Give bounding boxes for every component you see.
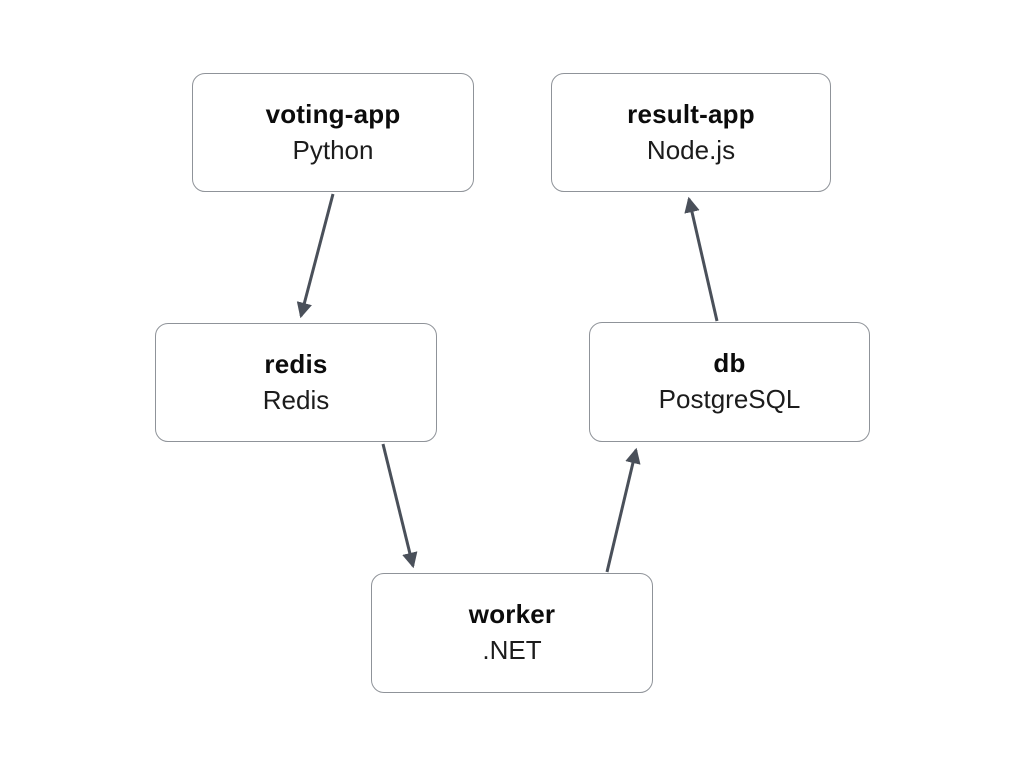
- edge-worker-db: [605, 447, 641, 573]
- node-redis: redis Redis: [155, 323, 437, 442]
- node-worker: worker .NET: [371, 573, 653, 693]
- edge-redis-worker: [381, 443, 418, 569]
- node-subtitle: PostgreSQL: [658, 384, 801, 414]
- node-title: db: [713, 348, 746, 379]
- node-subtitle: Node.js: [646, 134, 736, 165]
- node-title: worker: [468, 599, 556, 630]
- edge-db-result-app: [684, 196, 719, 322]
- node-subtitle: Redis: [262, 384, 330, 415]
- node-title: voting-app: [265, 98, 401, 129]
- node-voting-app: voting-app Python: [192, 73, 474, 192]
- node-db: db PostgreSQL: [589, 322, 870, 442]
- edge-voting-app-redis: [296, 193, 335, 319]
- node-subtitle: .NET: [482, 635, 542, 665]
- node-title: redis: [264, 348, 328, 379]
- node-subtitle: Python: [292, 134, 374, 165]
- node-title: result-app: [627, 98, 755, 129]
- node-result-app: result-app Node.js: [551, 73, 831, 192]
